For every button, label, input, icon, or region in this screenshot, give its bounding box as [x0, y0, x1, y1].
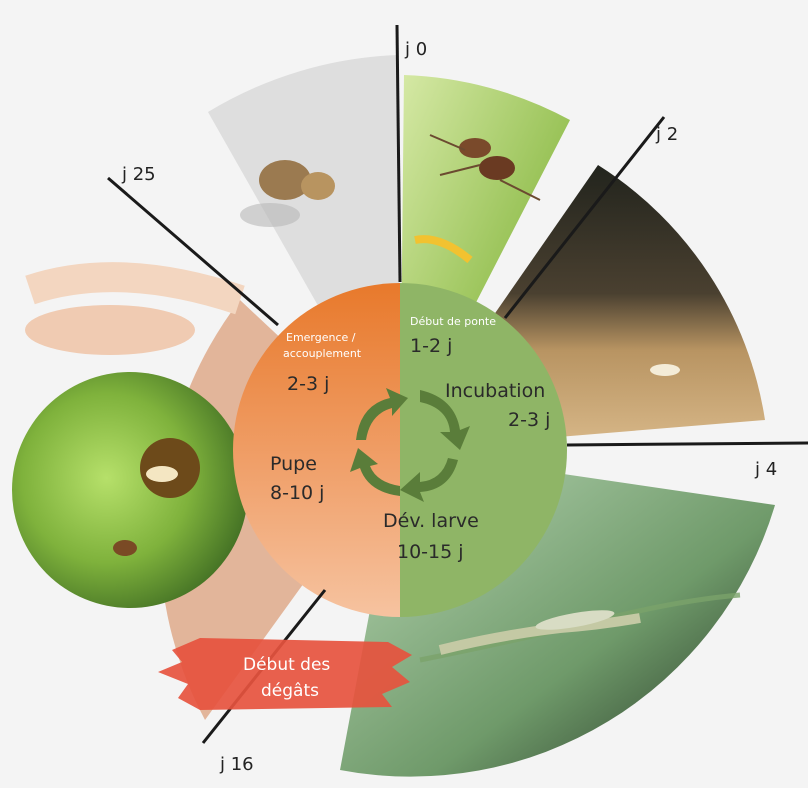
- stage-emergence-duration: 2-3 j: [287, 373, 329, 395]
- stage-emergence-label-line2: accouplement: [283, 347, 362, 360]
- day-label-j25: j 25: [121, 164, 156, 185]
- center-circle: [233, 283, 567, 617]
- day-label-j0: j 0: [404, 39, 427, 60]
- stage-incubation-label: Incubation: [445, 380, 545, 402]
- damage-start-banner: Début des dégâts: [158, 638, 412, 710]
- banner-line1: Début des: [243, 655, 330, 675]
- stage-dev-larve-label: Dév. larve: [383, 510, 479, 532]
- day-line-j4: [567, 443, 808, 445]
- stage-debut-ponte-duration: 1-2 j: [410, 335, 452, 357]
- stage-pupe-label: Pupe: [270, 453, 317, 475]
- stage-emergence-label-line1: Emergence /: [286, 331, 356, 344]
- stage-pupe-duration: 8-10 j: [270, 482, 324, 504]
- stage-incubation-duration: 2-3 j: [508, 409, 550, 431]
- stage-debut-ponte-label: Début de ponte: [410, 315, 496, 328]
- day-label-j4: j 4: [754, 459, 777, 480]
- day-label-j16: j 16: [219, 754, 254, 775]
- day-label-j2: j 2: [655, 124, 678, 145]
- banner-line2: dégâts: [261, 681, 319, 701]
- day-line-j25: [108, 178, 278, 325]
- stage-dev-larve-duration: 10-15 j: [397, 541, 464, 563]
